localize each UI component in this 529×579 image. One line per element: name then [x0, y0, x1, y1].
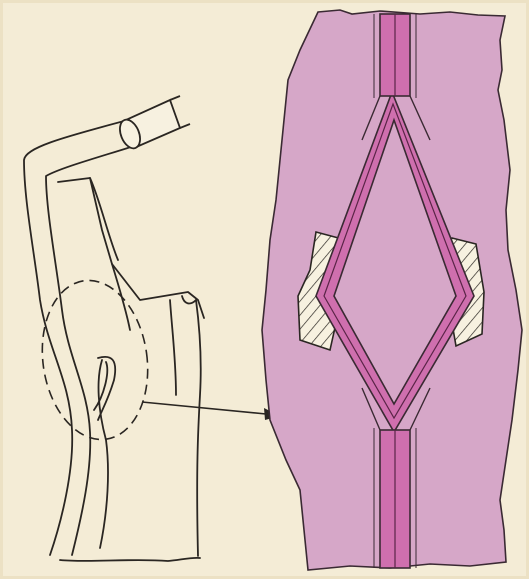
figure-canvas	[0, 0, 529, 579]
illustration	[0, 0, 529, 579]
